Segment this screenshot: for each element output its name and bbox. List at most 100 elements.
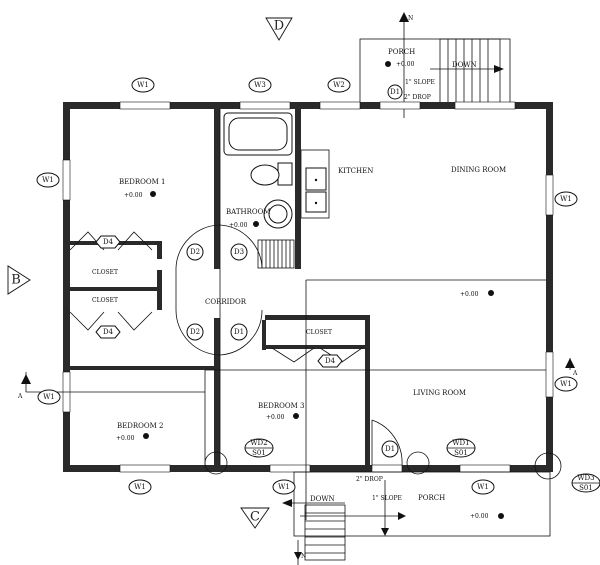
room-label-kitchen: KITCHEN [338, 167, 373, 175]
svg-text:D1: D1 [390, 88, 400, 96]
svg-text:D2: D2 [190, 248, 200, 256]
window-tag-right-w1-upper: W1 [554, 191, 578, 207]
svg-text:W1: W1 [560, 380, 572, 388]
room-label-closet-2: CLOSET [92, 297, 118, 304]
closet-tag-d4-bedroom3: D4 [317, 354, 343, 368]
window-tag-top-w1: W1 [131, 77, 155, 93]
svg-text:W1: W1 [278, 483, 290, 491]
door-tag-d2-lower: D2 [186, 323, 204, 341]
door-tag-d2: D2 [186, 243, 204, 261]
svg-text:B: B [11, 273, 21, 288]
svg-text:D4: D4 [103, 328, 114, 336]
north-arrow-top: N [399, 12, 413, 118]
svg-text:PORCH: PORCH [418, 494, 445, 502]
svg-text:+0.00: +0.00 [396, 61, 415, 68]
closet-doors-bedroom3 [271, 347, 363, 363]
svg-text:2" DROP: 2" DROP [356, 476, 383, 483]
svg-text:PORCH: PORCH [388, 48, 415, 56]
svg-text:W1: W1 [42, 176, 54, 184]
svg-text:D1: D1 [385, 445, 395, 453]
svg-text:W2: W2 [333, 81, 345, 89]
svg-text:S01: S01 [252, 449, 266, 457]
wall-detail-wd2: WD2 S01 [204, 438, 274, 475]
svg-text:W1: W1 [477, 483, 489, 491]
svg-text:+0.00: +0.00 [470, 513, 489, 520]
window-tag-bottom-w1-mid: W1 [272, 479, 296, 495]
window-tag-right-w1-lower: W1 [554, 376, 578, 392]
svg-text:+0.00: +0.00 [229, 222, 248, 229]
door-tag-d1-corridor: D1 [230, 323, 248, 341]
room-label-dining: DINING ROOM [451, 166, 506, 174]
svg-text:2" DROP: 2" DROP [404, 94, 431, 101]
level-marker-bedroom1: +0.00 [124, 191, 156, 199]
svg-text:S01: S01 [579, 484, 593, 492]
svg-text:DOWN: DOWN [452, 61, 477, 69]
section-marker-a-right: A [565, 358, 578, 377]
door-tag-d3: D3 [230, 243, 248, 261]
svg-text:A: A [572, 370, 578, 377]
svg-text:W1: W1 [134, 483, 146, 491]
room-label-closet-3: CLOSET [306, 329, 332, 336]
room-label-corridor: CORRIDOR [205, 298, 247, 306]
svg-text:WD3: WD3 [577, 474, 594, 482]
svg-text:C: C [250, 510, 260, 525]
front-door-swing [371, 419, 403, 466]
svg-text:1" SLOPE: 1" SLOPE [405, 79, 435, 86]
svg-text:WD1: WD1 [452, 439, 469, 447]
svg-text:N: N [408, 15, 413, 22]
svg-text:A: A [17, 393, 23, 400]
section-marker-d: D [265, 17, 293, 41]
corridor-arcs [175, 224, 263, 356]
svg-text:+0.00: +0.00 [460, 291, 479, 298]
room-label-bathroom: BATHROOM [226, 208, 271, 216]
svg-text:D2: D2 [190, 328, 200, 336]
svg-text:D1: D1 [234, 328, 244, 336]
exterior-walls [62, 101, 554, 473]
level-marker-dining: +0.00 [460, 290, 494, 298]
svg-text:W1: W1 [560, 195, 572, 203]
section-marker-c: C [240, 507, 270, 529]
svg-text:W3: W3 [254, 81, 266, 89]
svg-text:+0.00: +0.00 [116, 435, 135, 442]
wall-detail-wd1: WD1 S01 [406, 438, 476, 475]
level-marker-bathroom: +0.00 [229, 221, 259, 229]
svg-text:W1: W1 [43, 393, 55, 401]
room-label-bedroom2: BEDROOM 2 [117, 422, 163, 430]
closet-tag-d4-bottom: D4 [95, 325, 121, 339]
closet-tag-d4-top: D4 [95, 235, 121, 249]
room-label-living: LIVING ROOM [413, 389, 466, 397]
kitchen-counter [300, 149, 330, 219]
svg-text:W1: W1 [137, 81, 149, 89]
door-tag-d1-front: D1 [381, 440, 399, 458]
room-label-bedroom1: BEDROOM 1 [119, 178, 165, 186]
svg-text:DOWN: DOWN [310, 495, 335, 503]
svg-text:1" SLOPE: 1" SLOPE [372, 495, 402, 502]
room-label-bedroom3: BEDROOM 3 [258, 402, 304, 410]
bathroom-fixtures [223, 112, 295, 269]
svg-text:WD2: WD2 [250, 439, 267, 447]
top-porch: DOWN PORCH +0.00 1" SLOPE 2" DROP D1 [359, 38, 511, 104]
window-tag-bottom-w1-right: W1 [471, 479, 495, 495]
svg-text:D4: D4 [325, 357, 336, 365]
svg-text:S01: S01 [454, 449, 468, 457]
interior-walls [70, 109, 370, 465]
window-tag-bottom-w1-left: W1 [128, 479, 152, 495]
closet-doors-top [69, 231, 153, 331]
section-marker-b: B [7, 265, 31, 295]
wall-detail-wd3: WD3 S01 [534, 452, 600, 493]
svg-text:D4: D4 [103, 238, 114, 246]
window-tag-top-w2: W2 [327, 77, 351, 93]
svg-text:N: N [301, 553, 306, 560]
svg-text:D3: D3 [234, 248, 244, 256]
room-label-closet-1: CLOSET [92, 269, 118, 276]
window-tag-top-w3: W3 [248, 77, 272, 93]
section-marker-a-left: A [17, 372, 31, 400]
level-marker-bedroom2: +0.00 [116, 433, 149, 442]
svg-text:+0.00: +0.00 [266, 414, 285, 421]
window-tag-left-w1-lower: W1 [37, 389, 61, 405]
level-marker-bedroom3: +0.00 [266, 413, 299, 421]
bottom-porch: DOWN 2" DROP 1" SLOPE PORCH +0.00 N [282, 471, 551, 565]
svg-text:+0.00: +0.00 [124, 192, 143, 199]
svg-text:D: D [274, 19, 284, 34]
